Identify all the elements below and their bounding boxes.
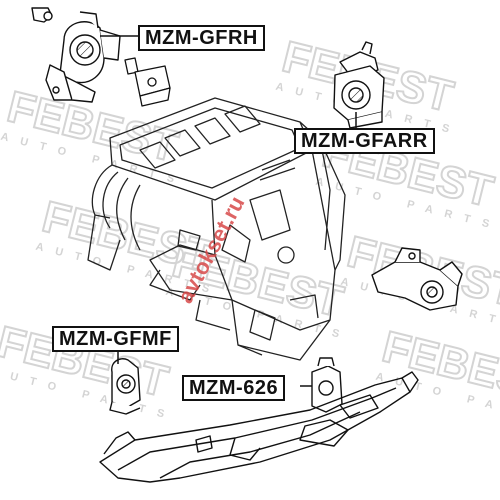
mount-gfrh-drawing <box>31 7 121 103</box>
febest-watermark: FEBEST AUTO PARTS <box>0 81 187 188</box>
part-label-mzm-626[interactable]: MZM-626 <box>182 375 286 401</box>
part-label-mzm-gfmf[interactable]: MZM-GFMF <box>52 326 179 352</box>
part-label-mzm-gfarr[interactable]: MZM-GFARR <box>294 128 435 154</box>
febest-watermark: FEBEST AUTO PARTS <box>374 321 500 428</box>
mount-gfmf-drawing <box>109 358 141 415</box>
center-bracket-drawing <box>124 57 171 107</box>
subframe-drawing <box>99 371 419 483</box>
mount-right-lower-drawing <box>371 247 463 311</box>
mount-gfarr-drawing <box>333 41 385 129</box>
part-label-mzm-gfrh[interactable]: MZM-GFRH <box>138 25 265 51</box>
